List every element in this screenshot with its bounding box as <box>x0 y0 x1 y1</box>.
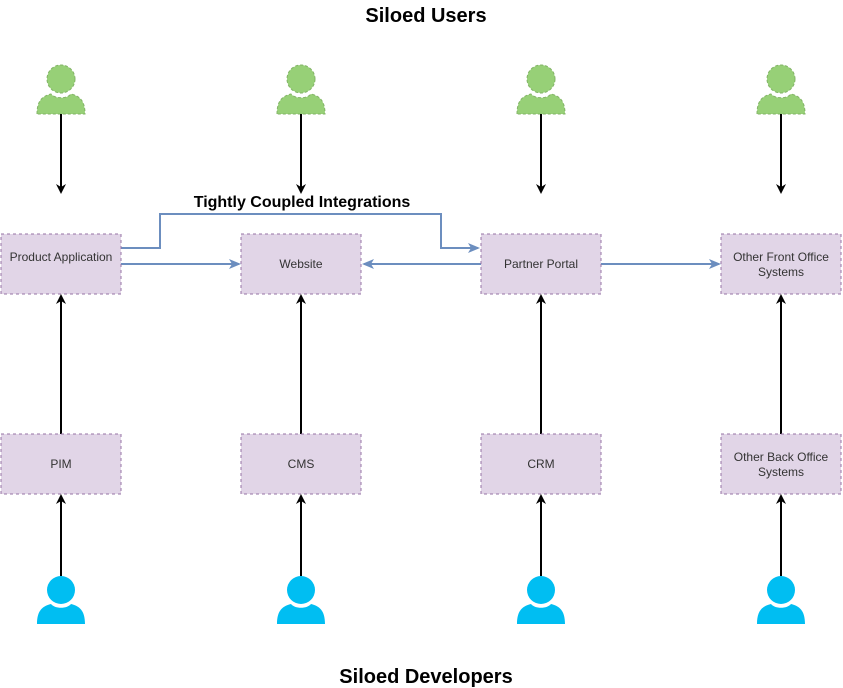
front-office-label: Product Application <box>10 250 113 264</box>
top-title: Siloed Users <box>365 5 486 27</box>
front-office-label: Partner Portal <box>504 257 578 271</box>
front-office-label: Website <box>279 257 322 271</box>
back-office-label: CRM <box>527 457 554 471</box>
back-office-box[interactable]: CRM <box>480 433 602 495</box>
user-icon <box>756 64 806 115</box>
user-icon <box>516 64 566 115</box>
bottom-title: Siloed Developers <box>339 666 512 688</box>
front-office-box[interactable]: Product Application <box>0 233 122 295</box>
back-office-label: CMS <box>288 457 315 471</box>
back-office-box[interactable]: PIM <box>0 433 122 495</box>
developer-icon <box>277 576 325 624</box>
front-office-box[interactable]: Partner Portal <box>480 233 602 295</box>
integration-label: Tightly Coupled Integrations <box>194 194 411 211</box>
user-icon <box>36 64 86 115</box>
developer-icon <box>517 576 565 624</box>
user-icon <box>276 64 326 115</box>
integration-product-to-partner <box>121 213 480 253</box>
developer-icon <box>37 576 85 624</box>
developer-icon <box>757 576 805 624</box>
back-office-label: PIM <box>50 457 71 471</box>
front-office-box[interactable]: Website <box>240 233 362 295</box>
back-office-box[interactable]: CMS <box>240 433 362 495</box>
